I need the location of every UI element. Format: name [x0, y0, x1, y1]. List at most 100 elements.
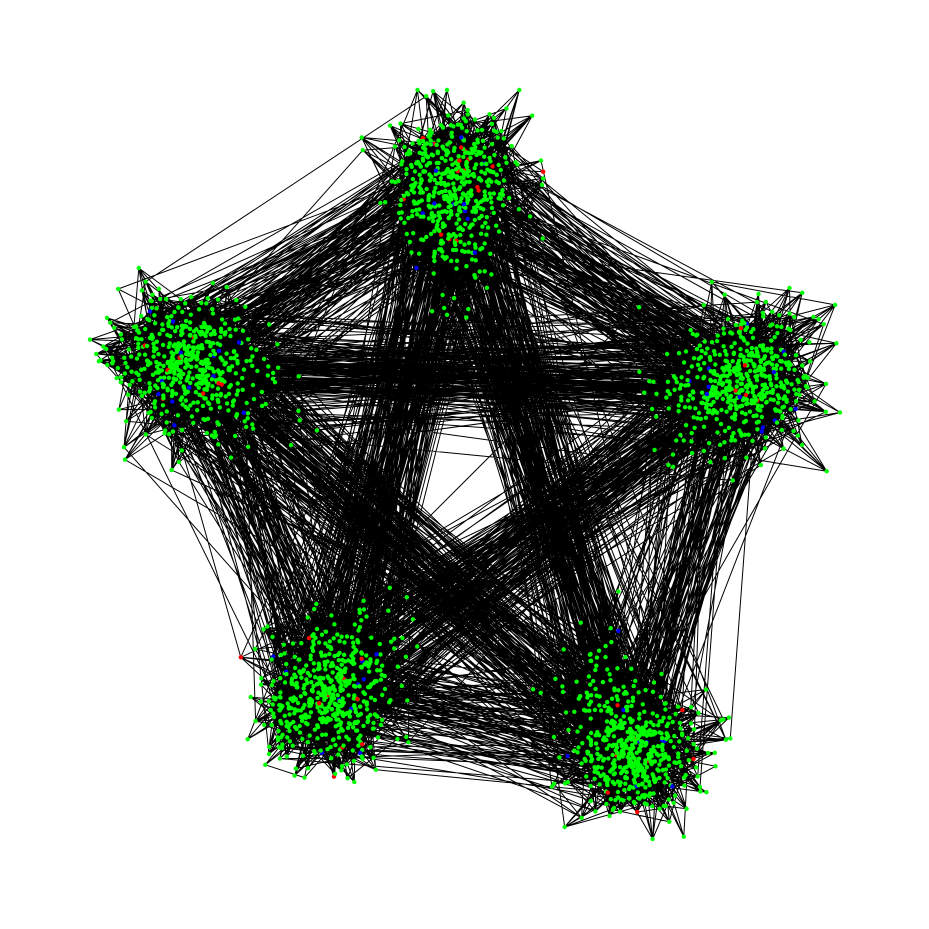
- graph-node: [730, 478, 735, 483]
- graph-node: [167, 318, 172, 324]
- graph-node: [677, 720, 683, 726]
- graph-node: [170, 429, 176, 434]
- graph-node: [459, 168, 464, 173]
- graph-node: [648, 720, 653, 725]
- graph-node: [459, 196, 464, 201]
- graph-node: [191, 354, 196, 359]
- graph-node: [323, 732, 329, 737]
- graph-node: [633, 678, 638, 684]
- graph-node: [409, 188, 414, 193]
- graph-node: [681, 834, 686, 839]
- graph-node: [278, 690, 283, 695]
- graph-node: [562, 824, 567, 830]
- graph-node: [720, 382, 725, 387]
- graph-node: [360, 148, 365, 153]
- graph-node: [451, 148, 457, 153]
- graph-node: [608, 626, 613, 631]
- graph-node: [786, 326, 791, 331]
- graph-node: [639, 739, 644, 744]
- graph-node: [498, 196, 503, 201]
- graph-node: [625, 729, 630, 735]
- graph-node: [223, 330, 228, 335]
- graph-node: [448, 174, 453, 180]
- graph-node: [311, 642, 316, 647]
- graph-node: [176, 459, 182, 465]
- graph-node: [473, 208, 479, 213]
- graph-node: [328, 744, 333, 750]
- graph-node: [433, 168, 439, 173]
- graph-node: [199, 329, 204, 334]
- graph-node: [792, 314, 797, 320]
- graph-node: [339, 662, 344, 667]
- graph-node: [152, 399, 158, 404]
- graph-node: [307, 673, 313, 678]
- graph-node: [778, 380, 783, 385]
- graph-node: [644, 733, 649, 738]
- graph-node: [823, 409, 828, 414]
- graph-node: [160, 403, 166, 408]
- graph-node: [744, 397, 749, 402]
- graph-node: [739, 403, 745, 408]
- graph-node: [316, 666, 321, 671]
- graph-node: [319, 632, 325, 637]
- graph-node: [424, 94, 429, 99]
- graph-node: [354, 728, 359, 733]
- graph-node: [224, 351, 229, 356]
- graph-node: [147, 309, 153, 314]
- graph-node: [588, 737, 593, 743]
- graph-node: [378, 652, 383, 657]
- graph-node: [359, 618, 364, 623]
- graph-node: [129, 354, 134, 359]
- graph-node: [331, 737, 336, 742]
- graph-node: [586, 674, 592, 679]
- graph-node: [626, 735, 632, 740]
- graph-node: [439, 189, 444, 195]
- graph-node: [658, 694, 663, 700]
- graph-node: [795, 433, 800, 438]
- graph-node: [621, 714, 626, 719]
- graph-node: [313, 675, 318, 680]
- graph-node: [330, 692, 336, 697]
- graph-node: [446, 182, 451, 187]
- graph-node: [296, 657, 301, 662]
- graph-node: [634, 750, 639, 755]
- graph-node: [674, 438, 679, 443]
- graph-node: [322, 660, 327, 665]
- graph-node: [461, 202, 467, 207]
- graph-node: [438, 176, 443, 181]
- graph-node: [729, 344, 734, 349]
- graph-node: [261, 627, 266, 632]
- graph-node: [204, 364, 210, 370]
- graph-node: [351, 673, 356, 678]
- graph-node: [498, 167, 503, 173]
- graph-node: [775, 408, 781, 413]
- graph-node: [623, 654, 628, 660]
- graph-node: [444, 209, 449, 215]
- graph-node: [271, 714, 277, 720]
- graph-node: [796, 387, 802, 392]
- graph-node: [593, 741, 599, 746]
- graph-node: [251, 426, 256, 431]
- graph-node: [453, 247, 459, 253]
- graph-node: [742, 321, 747, 326]
- graph-node: [164, 420, 169, 425]
- graph-node: [438, 241, 443, 246]
- graph-node: [652, 447, 657, 453]
- graph-node: [605, 699, 610, 705]
- graph-node: [566, 727, 571, 733]
- graph-node: [139, 288, 145, 293]
- graph-node: [216, 348, 222, 354]
- graph-node: [367, 669, 372, 674]
- graph-node: [298, 694, 304, 699]
- graph-node: [175, 413, 181, 418]
- graph-node: [361, 699, 367, 704]
- graph-node: [228, 455, 234, 460]
- graph-node: [319, 653, 324, 658]
- graph-node: [366, 685, 371, 690]
- graph-node: [292, 672, 297, 677]
- graph-node: [244, 358, 249, 364]
- graph-node: [612, 764, 617, 769]
- graph-node: [671, 744, 677, 750]
- graph-node: [705, 402, 710, 407]
- graph-node: [496, 162, 501, 168]
